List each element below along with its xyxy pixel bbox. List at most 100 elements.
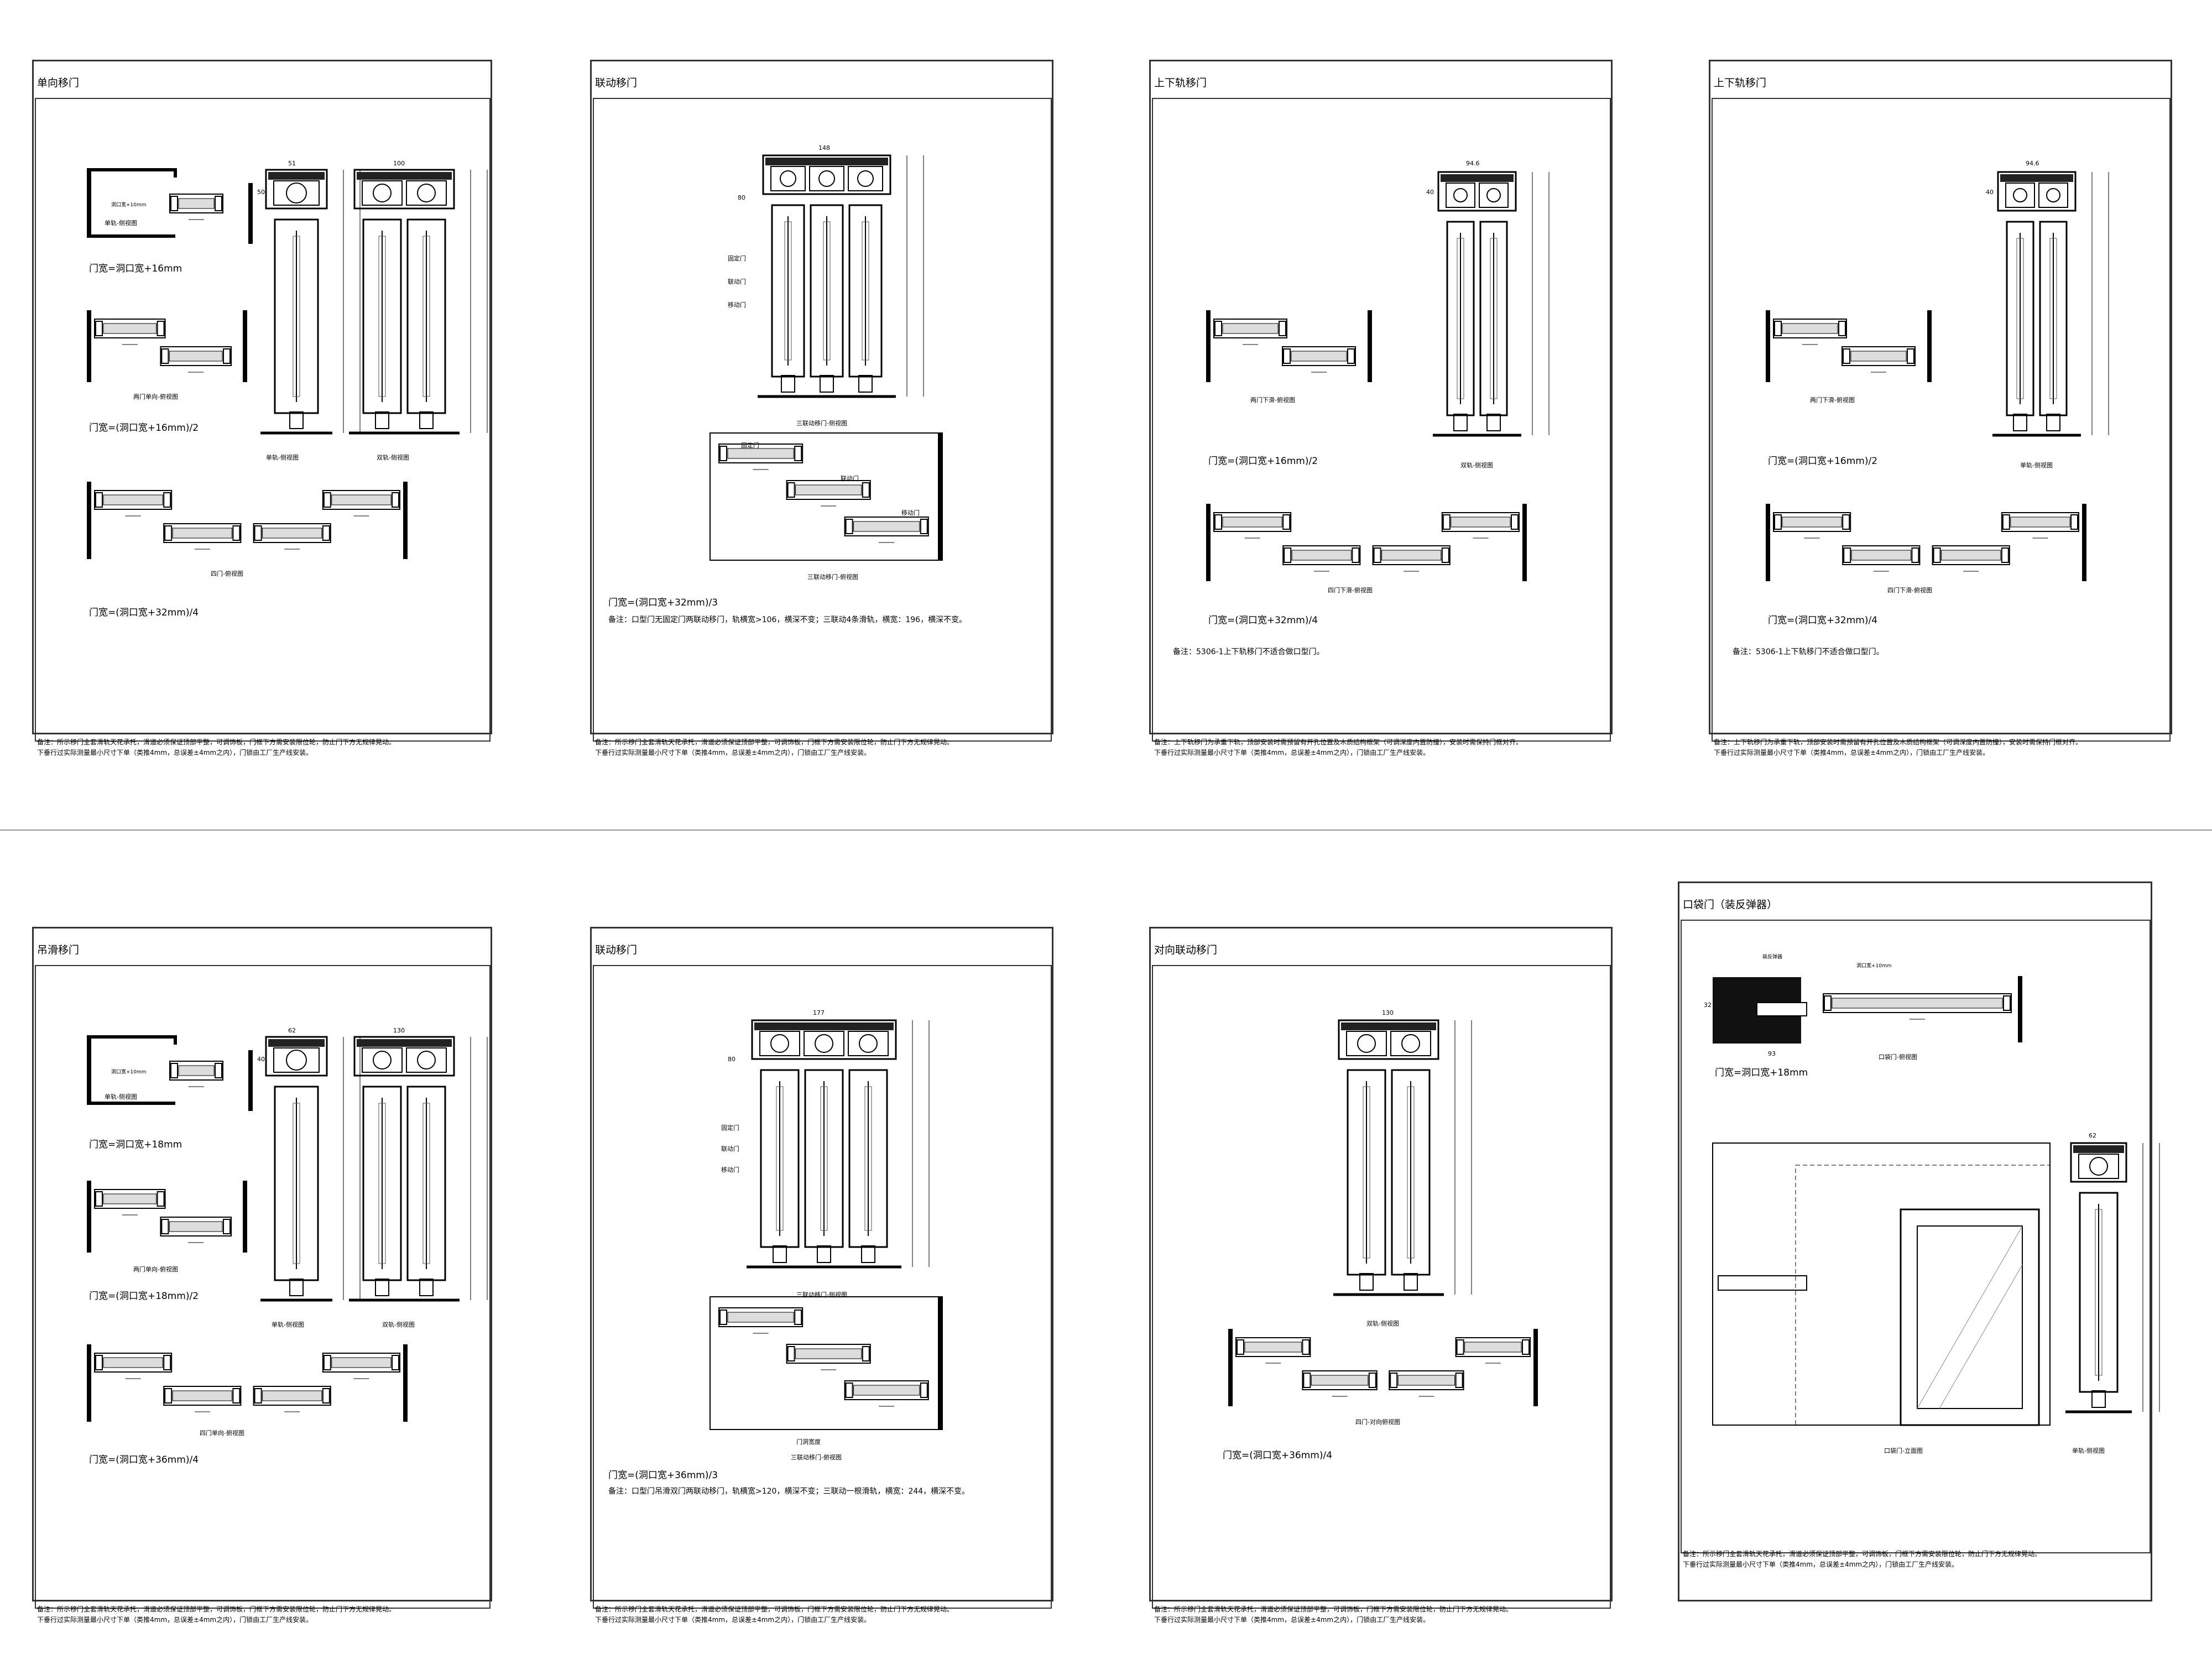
door-width-formula: 门宽=(洞口宽+16mm)/2 — [1768, 456, 1877, 467]
door-leaf-plan — [322, 490, 400, 517]
sheet-title: 上下轨移门 — [1154, 77, 1207, 89]
drawing-caption: 三联动移门-俯视图 — [791, 1453, 842, 1461]
drawing-caption: 两门下滑-俯视图 — [1810, 396, 1855, 404]
footer-note-line: 备注：上下轨移门为承重下轨，顶部安装时需预留有开孔位置及木质结构框架（可调深度内… — [1714, 738, 2083, 746]
door-leaf-plan — [1302, 1370, 1378, 1397]
double-track-side-view — [349, 169, 488, 435]
door-width-formula: 门宽=(洞口宽+36mm)/4 — [89, 1454, 199, 1465]
wall-section — [1522, 504, 1527, 581]
wall-section — [938, 433, 942, 560]
drawing-caption: 四门下滑-俯视图 — [1887, 586, 1932, 594]
drawing-note: 备注：5306-1上下轨移门不适合做口型门。 — [1173, 647, 1324, 656]
drawing-note: 备注：5306-1上下轨移门不适合做口型门。 — [1733, 647, 1884, 656]
dimension-label: 40 — [257, 1056, 265, 1063]
part-callout: 联动门 — [721, 1145, 739, 1152]
part-callout: 联动门 — [841, 474, 859, 482]
wall-section — [87, 1344, 91, 1422]
drawing-area — [1712, 98, 2171, 742]
drawing-note: 备注：口型门无固定门两联动移门，轨横宽>106，横深不变；三联动4条滑轨，横宽：… — [608, 615, 967, 624]
sheet-title: 上下轨移门 — [1714, 77, 1767, 89]
door-width-formula: 门宽=(洞口宽+16mm)/2 — [89, 422, 199, 434]
door-width-formula: 门宽=(洞口宽+36mm)/4 — [1223, 1450, 1332, 1461]
footer-note-line: 备注：所示移门全套滑轨天花承托，滑道必须保证顶部平整，可调饰板，门框下方需安装限… — [595, 1605, 954, 1613]
footer-note-line: 备注：所示移门全套滑轨天花承托，滑道必须保证顶部平整，可调饰板，门框下方需安装限… — [1683, 1550, 2042, 1558]
wall-section — [1368, 310, 1372, 382]
drawing-caption: 两门单向-俯视图 — [133, 1265, 178, 1273]
dimension-label: 100 — [393, 160, 405, 167]
door-leaf-plan — [94, 1189, 166, 1215]
drawing-canvas: 94.640双轨-侧视图两门下滑-俯视图门宽=(洞口宽+16mm)/2四门下滑-… — [1173, 160, 1550, 656]
door-leaf-plan — [253, 1386, 331, 1412]
dimension-label: 148 — [818, 144, 830, 152]
footer-note: 备注：所示移门全套滑轨天花承托，滑道必须保证顶部平整，可调饰板，门框下方需安装限… — [595, 737, 1048, 758]
drawing-caption: 双轨-侧视图 — [377, 453, 409, 461]
drawing-caption: 单轨-侧视图 — [105, 1093, 137, 1100]
wall-section — [87, 170, 91, 236]
door-leaf-plan — [1235, 1337, 1311, 1364]
single-track-side-view — [260, 1036, 361, 1302]
part-callout: 联动门 — [728, 278, 746, 285]
footer-note-line: 下垂行过实际测量最小尺寸下单（类推4mm，总误差±4mm之内），门锁由工厂生产线… — [595, 1616, 871, 1624]
drawing-caption: 双轨-侧视图 — [1366, 1319, 1399, 1327]
drawing-canvas: 17780固定门联动门移动门三联动移门-侧视图门洞宽度三联动移门-俯视图门宽=(… — [608, 1009, 969, 1496]
part-callout: 移动门 — [721, 1166, 739, 1173]
door-leaf-plan — [1841, 346, 1916, 373]
drawing-caption: 双轨-侧视图 — [382, 1321, 415, 1328]
drawing-area — [593, 965, 1052, 1609]
door-leaf-plan — [169, 194, 223, 220]
door-width-formula: 门宽=洞口宽+18mm — [1715, 1067, 1808, 1078]
drawing-caption: 两门单向-俯视图 — [133, 393, 178, 400]
footer-note-line: 下垂行过实际测量最小尺寸下单（类推4mm，总误差±4mm之内），门锁由工厂生产线… — [595, 749, 871, 757]
footer-note: 备注：所示移门全套滑轨天花承托，滑道必须保证顶部平整，可调饰板，门框下方需安装限… — [37, 737, 487, 758]
door-leaf-plan — [94, 490, 173, 517]
door-width-formula: 门宽=(洞口宽+36mm)/3 — [608, 1470, 718, 1481]
dimension-label: 94.6 — [1466, 160, 1480, 167]
drawing-canvas: 94.640单轨-侧视图两门下滑-俯视图门宽=(洞口宽+16mm)/2四门下滑-… — [1733, 160, 2109, 656]
door-leaf-plan — [94, 1353, 173, 1379]
wall-section — [403, 482, 408, 559]
footer-note-line: 备注：所示移门全套滑轨天花承托，滑道必须保证顶部平整，可调饰板，门框下方需安装限… — [1154, 1605, 1513, 1613]
footer-note-line: 备注：上下轨移门为承重下轨，顶部安装时需预留有开孔位置及木质结构框架（可调深度内… — [1154, 738, 1523, 746]
footer-note: 备注：上下轨移门为承重下轨，顶部安装时需预留有开孔位置及木质结构框架（可调深度内… — [1714, 737, 2167, 758]
dimension-label: 130 — [1382, 1009, 1394, 1016]
sheet-title: 口袋门（装反弹器） — [1683, 899, 1778, 911]
drawing-caption: 单轨-侧视图 — [2020, 461, 2053, 469]
dimension-label: 51 — [288, 160, 296, 167]
row-divider — [0, 830, 2212, 831]
footer-note-line: 备注：所示移门全套滑轨天花承托，滑道必须保证顶部平整，可调饰板，门框下方需安装限… — [37, 1605, 396, 1613]
part-callout: 门洞宽度 — [796, 1438, 821, 1446]
door-leaf-plan — [163, 523, 242, 550]
drawing-area — [1152, 965, 1611, 1609]
door-leaf-plan — [1441, 512, 1520, 539]
sheet-title: 联动移门 — [595, 944, 638, 956]
door-width-formula: 门宽=洞口宽+18mm — [89, 1139, 182, 1150]
sheet-title: 对向联动移门 — [1154, 944, 1218, 956]
door-leaf-plan — [718, 444, 804, 470]
door-width-formula: 门宽=(洞口宽+32mm)/4 — [89, 607, 199, 618]
door-width-formula: 门宽=(洞口宽+32mm)/4 — [1768, 615, 1877, 626]
wall-section — [1206, 504, 1211, 581]
door-leaf-plan — [786, 1344, 871, 1370]
door-leaf-plan — [160, 1217, 232, 1243]
wall-section — [1766, 504, 1770, 581]
footer-note: 备注：所示移门全套滑轨天花承托，滑道必须保证顶部平整，可调饰板，门框下方需安装限… — [1154, 1604, 1608, 1625]
drawing-caption: 单轨-侧视图 — [2072, 1447, 2105, 1454]
part-callout: 固定门 — [721, 1124, 739, 1131]
dimension-label: 94.6 — [2026, 160, 2039, 167]
door-leaf-plan — [1282, 346, 1356, 373]
footer-note-line: 下垂行过实际测量最小尺寸下单（类推4mm，总误差±4mm之内），门锁由工厂生产线… — [1154, 1616, 1430, 1624]
single-track-side-view — [1992, 171, 2109, 437]
footer-note: 备注：上下轨移门为承重下轨，顶部安装时需预留有开孔位置及木质结构框架（可调深度内… — [1154, 737, 1608, 758]
door-width-formula: 门宽=(洞口宽+32mm)/3 — [608, 597, 718, 608]
door-leaf-plan — [844, 1380, 929, 1407]
wall-section — [1766, 310, 1770, 382]
dimension-label: 32 — [1704, 1001, 1712, 1009]
rebound-device — [1756, 1002, 1807, 1016]
drawing-note: 备注：口型门吊滑双门两联动移门，轨横宽>120，横深不变；三联动一根滑轨，横宽：… — [608, 1486, 969, 1496]
drawing-caption: 双轨-侧视图 — [1460, 461, 1493, 469]
sheet-title: 单向移门 — [37, 77, 80, 89]
